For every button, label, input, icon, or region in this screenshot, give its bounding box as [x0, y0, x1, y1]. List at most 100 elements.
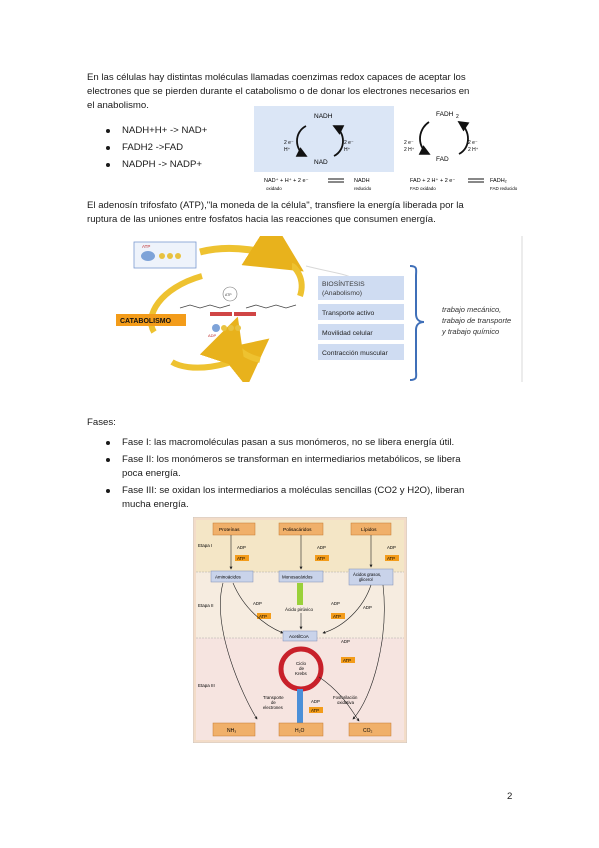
biosintesis-line-1: BIOSÍNTESIS: [322, 279, 365, 288]
acetyl-atp: ADP ATP: [341, 639, 355, 663]
acidos-grasos-line-2: glicerol: [359, 577, 373, 582]
stage-label: Etapa III: [198, 683, 215, 688]
protons-label: 2 H⁺: [404, 147, 415, 153]
nadh-label: NADH: [314, 113, 333, 120]
stage-ii-atp: ADP ATP ADP ATP ADP: [253, 601, 372, 619]
yellow-arrow: [148, 273, 203, 334]
atp-paragraph: El adenosín trifosfato (ATP),"la moneda …: [87, 199, 527, 227]
polisacaridos-label: Polisacáridos: [283, 527, 312, 533]
oxidized-label: FAD oxidado: [410, 186, 436, 191]
atp-line: ruptura de las uniones entre fosfatos ha…: [87, 214, 436, 225]
movilidad-label: Movilidad celular: [322, 330, 373, 337]
atp-line: El adenosín trifosfato (ATP),"la moneda …: [87, 200, 464, 211]
lipidos-label: Lípidos: [361, 527, 377, 533]
atp-label: ATP: [333, 614, 341, 619]
adp-label: ADP: [253, 601, 262, 606]
reduced-label: FAD reducido: [490, 186, 518, 191]
transport-line-3: electrones: [263, 705, 283, 710]
handwritten-line: trabajo mecánico,: [442, 305, 501, 314]
phosphorylation-line-1: Fosforilación: [333, 695, 358, 700]
h2o-label: H₂O: [295, 728, 305, 734]
krebs-line-3: Krebs: [295, 671, 308, 676]
energy-use-list: BIOSÍNTESIS (Anabolismo) Transporte acti…: [318, 276, 404, 360]
list-item: Fase II: los monómeros se transforman en…: [100, 453, 520, 481]
acidos-grasos-label: Ácidos grasos, glicerol: [353, 572, 382, 582]
fadh2-cycle: FADH 2 2 e⁻ 2 H⁺ 2 e⁻ 2 H⁺ FAD: [394, 106, 524, 172]
atp-label: ATP: [259, 614, 267, 619]
subscript: 2: [456, 114, 459, 120]
adp-label: ADP: [341, 639, 350, 644]
fadh2-label: FADH: [436, 111, 454, 118]
monosacaridos-label: Monosacáridos: [282, 575, 313, 580]
stage-label: Etapa I: [198, 543, 212, 548]
atp-label: ATP: [387, 556, 395, 561]
transport-label: Transporte de electrones: [263, 695, 285, 710]
coenzyme-list: NADH+H+ -> NAD+ FADH2 ->FAD NADPH -> NAD…: [100, 124, 250, 172]
biosintesis-box: [318, 276, 404, 300]
krebs-line-1: Ciclo: [296, 661, 306, 666]
co2-label: CO₂: [363, 728, 373, 734]
proteinas-label: Proteínas: [219, 527, 240, 533]
intro-line: el anabolismo.: [87, 100, 149, 111]
fad-equation: FAD + 2 H⁺ + 2 e⁻ FADH₂ FAD oxidado FAD …: [410, 177, 518, 191]
stage-i-atp: ADP ATP ADP ATP ADP ATP: [235, 545, 399, 561]
catabolismo-box: [116, 314, 186, 326]
transporte-box: [318, 304, 404, 320]
list-item: FADH2 ->FAD: [100, 141, 250, 155]
nad-equation: NAD⁺ + H⁺ + 2 e⁻ NADH oxidado reducido: [264, 177, 372, 191]
pyruvate-label: Ácido pirúvico: [285, 606, 314, 612]
atp-molecule-panel: ATP: [133, 241, 197, 269]
yellow-arrow: [199, 236, 304, 272]
catabolismo-label: CATABOLISMO: [120, 318, 172, 325]
handwritten-line: y trabajo químico: [441, 327, 499, 336]
list-item: Fase III: se oxidan los intermediarios a…: [100, 484, 520, 512]
adp-label: ADP: [363, 605, 372, 610]
handwritten-notes: trabajo mecánico, trabajo de transporte …: [441, 305, 511, 336]
atp-cycle-figure: ATP ATP ADP CATABOLISMO BIOSÍNTESIS (Ana…: [116, 236, 523, 382]
reduced-label: reducido: [354, 186, 372, 191]
nad-label: NAD: [314, 159, 328, 166]
movilidad-box: [318, 324, 404, 340]
proton-label: H⁺: [284, 147, 291, 153]
adp-label: ADP: [311, 699, 320, 704]
yellow-arrow: [199, 316, 261, 370]
list-item: NADH+H+ -> NAD+: [100, 124, 250, 138]
equation-left: NAD⁺ + H⁺ + 2 e⁻: [264, 177, 309, 184]
krebs-line-2: de: [299, 666, 305, 671]
list-item: Fase I: las macromoléculas pasan a sus m…: [100, 436, 520, 450]
glycolysis-bar: [297, 583, 303, 605]
redox-figure: NADH 2 e⁻ H⁺ 2 e⁻ H⁺ NAD FADH 2 2 e⁻ 2 H…: [254, 106, 524, 191]
fad-label: FAD: [436, 156, 449, 163]
intro-line: En las células hay distintas moléculas l…: [87, 72, 466, 83]
transport-line-2: de: [271, 700, 276, 705]
stage-iii-atp: ADP ATP: [309, 699, 323, 713]
contraccion-box: [318, 344, 404, 360]
protons-label: 2 H⁺: [468, 147, 479, 153]
atp-label: ATP: [237, 556, 245, 561]
nadh-cycle: NADH 2 e⁻ H⁺ 2 e⁻ H⁺ NAD: [284, 113, 354, 166]
equation-left: FAD + 2 H⁺ + 2 e⁻: [410, 177, 455, 184]
page-number: 2: [507, 791, 513, 802]
electrons-label: 2 e⁻: [404, 140, 414, 146]
aminoacidos-label: Aminoácidos: [215, 575, 242, 580]
biosintesis-line-2: (Anabolismo): [322, 290, 362, 297]
adp-label: ADP: [237, 545, 246, 550]
equation-right: NADH: [354, 178, 370, 184]
proton-label: H⁺: [344, 147, 351, 153]
brace: [409, 265, 425, 381]
transport-line-1: Transporte: [263, 695, 284, 700]
adp-label: ADP: [208, 333, 217, 338]
stage-label: Etapa II: [198, 603, 214, 608]
electrons-label: 2 e⁻: [344, 140, 354, 146]
handwritten-line: trabajo de transporte: [442, 316, 511, 325]
adp-label: ADP: [331, 601, 340, 606]
atp-label: ATP: [142, 244, 150, 249]
electrons-label: 2 e⁻: [468, 140, 478, 146]
nh3-label: NH₃: [227, 728, 236, 734]
fad-panel: [394, 106, 524, 172]
biosintesis-label: BIOSÍNTESIS (Anabolismo): [322, 279, 367, 297]
oxidized-label: oxidado: [266, 186, 282, 191]
atp-label: ATP: [311, 708, 319, 713]
atp-label: ATP: [317, 556, 325, 561]
atp-label: ATP: [343, 658, 351, 663]
